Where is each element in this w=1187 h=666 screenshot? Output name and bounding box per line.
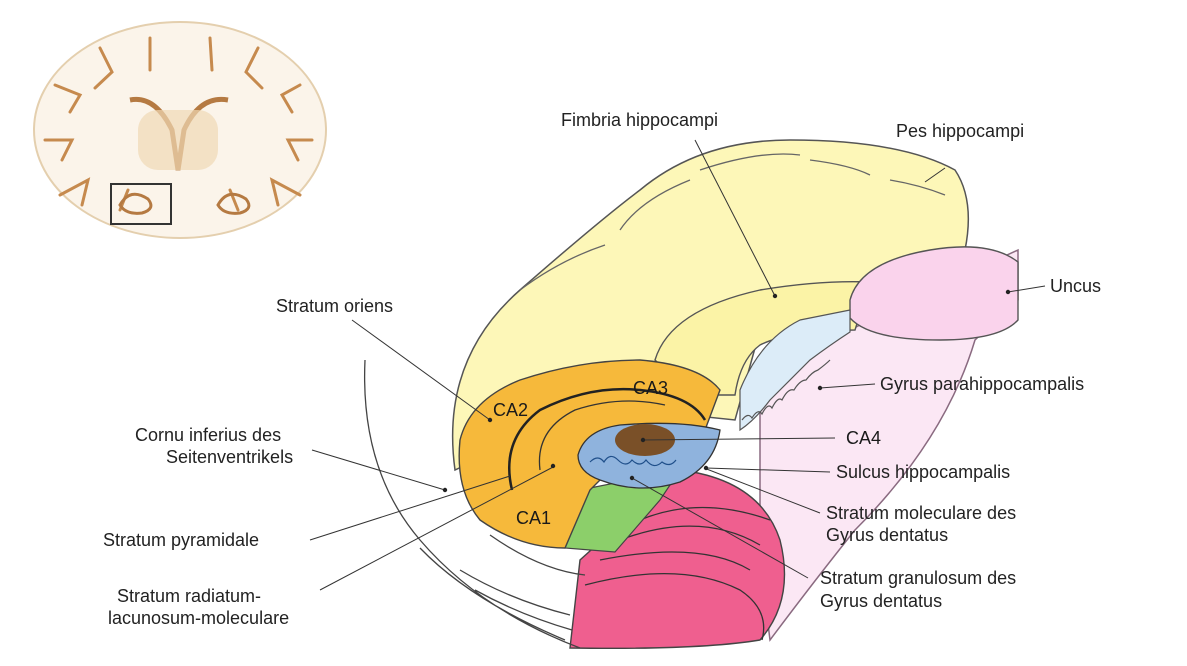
label-stratum-pyramidale: Stratum pyramidale (103, 530, 259, 551)
leader-cornu (312, 450, 445, 490)
label-fimbria-hippocampi: Fimbria hippocampi (561, 110, 718, 131)
label-ca4: CA4 (846, 428, 881, 449)
label-stratum-granulosum-line2: Gyrus dentatus (820, 591, 942, 612)
label-stratum-radiatum-line1: Stratum radiatum- (117, 586, 261, 607)
label-stratum-oriens: Stratum oriens (276, 296, 393, 317)
label-cornu-inferius-line2: Seitenventrikels (166, 447, 293, 468)
label-pes-hippocampi: Pes hippocampi (896, 121, 1024, 142)
label-uncus: Uncus (1050, 276, 1101, 297)
basal-ganglia (138, 110, 218, 170)
label-ca3: CA3 (633, 378, 668, 399)
label-stratum-granulosum-line1: Stratum granulosum des (820, 568, 1016, 589)
label-sulcus-hippocampalis: Sulcus hippocampalis (836, 462, 1010, 483)
label-stratum-radiatum-line2: lacunosum-moleculare (108, 608, 289, 629)
label-stratum-moleculare-line2: Gyrus dentatus (826, 525, 948, 546)
label-ca1: CA1 (516, 508, 551, 529)
brain-coronal-section-thumbnail (34, 22, 326, 238)
label-ca2: CA2 (493, 400, 528, 421)
label-cornu-inferius-line1: Cornu inferius des (135, 425, 281, 446)
label-gyrus-parahippocampalis: Gyrus parahippocampalis (880, 374, 1084, 395)
label-stratum-moleculare-line1: Stratum moleculare des (826, 503, 1016, 524)
